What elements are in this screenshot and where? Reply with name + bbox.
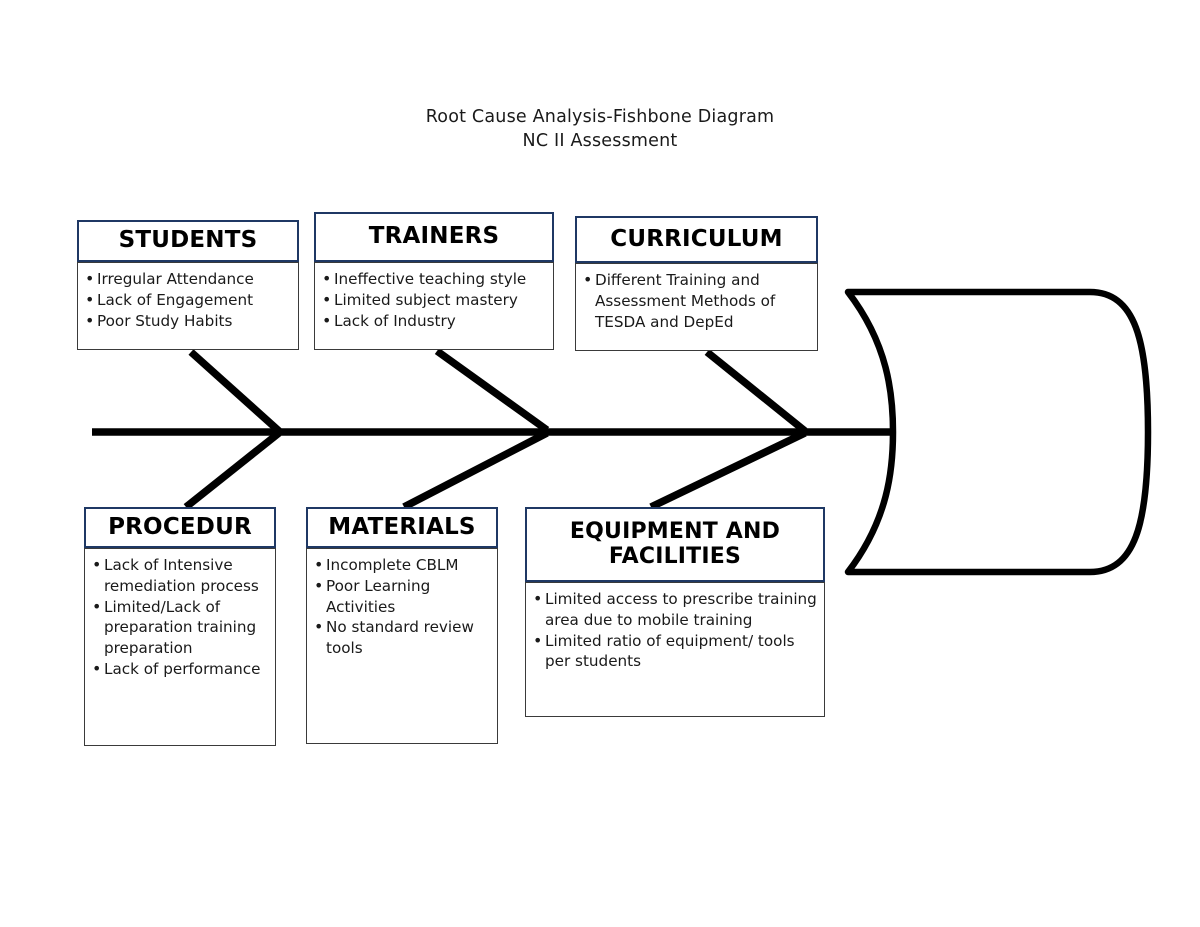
category-body-trainers: Ineffective teaching style Limited subje…	[314, 262, 554, 350]
bone-materials	[402, 429, 549, 511]
list-item: Lack of performance	[91, 658, 269, 680]
category-equipment[interactable]: EQUIPMENT AND FACILITIES Limited access …	[525, 507, 825, 717]
category-label-materials: MATERIALS	[328, 513, 476, 540]
category-label-trainers: TRAINERS	[368, 223, 500, 250]
list-item: Lack of Industry	[321, 310, 547, 332]
list-item: Different Training and Assessment Method…	[582, 269, 811, 332]
cause-list-students: Irregular Attendance Lack of Engagement …	[78, 263, 298, 331]
fish-head-shape	[844, 288, 1152, 576]
bone-equipment	[649, 429, 807, 511]
category-label-curriculum: CURRICULUM	[610, 225, 783, 252]
bone-trainers	[434, 347, 550, 434]
list-item: Incomplete CBLM	[313, 554, 491, 576]
cause-list-procedure: Lack of Intensive remediation process Li…	[85, 549, 275, 680]
category-materials[interactable]: MATERIALS Incomplete CBLM Poor Learning …	[306, 507, 498, 744]
bone-students	[188, 349, 282, 434]
list-item: Poor Study Habits	[84, 310, 292, 332]
category-header-curriculum[interactable]: CURRICULUM	[575, 216, 818, 263]
list-item: Lack of Engagement	[84, 289, 292, 311]
bone-curriculum	[704, 349, 808, 434]
cause-list-curriculum: Different Training and Assessment Method…	[576, 264, 817, 332]
category-label-students: STUDENTS	[118, 227, 258, 254]
category-header-students[interactable]: STUDENTS	[77, 220, 299, 262]
category-body-curriculum: Different Training and Assessment Method…	[575, 263, 818, 351]
category-body-equipment: Limited access to prescribe training are…	[525, 582, 825, 717]
category-label-equipment: EQUIPMENT AND FACILITIES	[569, 518, 781, 569]
category-header-procedure[interactable]: PROCEDUR	[84, 507, 276, 548]
category-label-procedure: PROCEDUR	[108, 513, 252, 540]
category-students[interactable]: STUDENTS Irregular Attendance Lack of En…	[77, 220, 299, 350]
list-item: Limited/Lack of preparation training pre…	[91, 596, 269, 659]
category-body-materials: Incomplete CBLM Poor Learning Activities…	[306, 548, 498, 744]
category-header-trainers[interactable]: TRAINERS	[314, 212, 554, 262]
page-title: Root Cause Analysis-Fishbone Diagram NC …	[0, 106, 1200, 153]
title-line-2: NC II Assessment	[522, 130, 678, 151]
title-line-1: Root Cause Analysis-Fishbone Diagram	[425, 107, 775, 127]
list-item: Poor Learning Activities	[313, 575, 491, 618]
list-item: No standard review tools	[313, 616, 491, 659]
list-item: Limited access to prescribe training are…	[532, 588, 818, 631]
cause-list-equipment: Limited access to prescribe training are…	[526, 583, 824, 672]
cause-list-materials: Incomplete CBLM Poor Learning Activities…	[307, 549, 497, 659]
list-item: Irregular Attendance	[84, 268, 292, 290]
category-body-students: Irregular Attendance Lack of Engagement …	[77, 262, 299, 350]
bone-procedure	[183, 430, 282, 510]
list-item: Lack of Intensive remediation process	[91, 554, 269, 597]
category-header-equipment[interactable]: EQUIPMENT AND FACILITIES	[525, 507, 825, 582]
category-trainers[interactable]: TRAINERS Ineffective teaching style Limi…	[314, 212, 554, 350]
list-item: Limited ratio of equipment/ tools per st…	[532, 630, 818, 673]
category-header-materials[interactable]: MATERIALS	[306, 507, 498, 548]
category-curriculum[interactable]: CURRICULUM Different Training and Assess…	[575, 216, 818, 351]
cause-list-trainers: Ineffective teaching style Limited subje…	[315, 263, 553, 331]
category-procedure[interactable]: PROCEDUR Lack of Intensive remediation p…	[84, 507, 276, 746]
list-item: Limited subject mastery	[321, 289, 547, 311]
category-body-procedure: Lack of Intensive remediation process Li…	[84, 548, 276, 746]
list-item: Ineffective teaching style	[321, 268, 547, 290]
